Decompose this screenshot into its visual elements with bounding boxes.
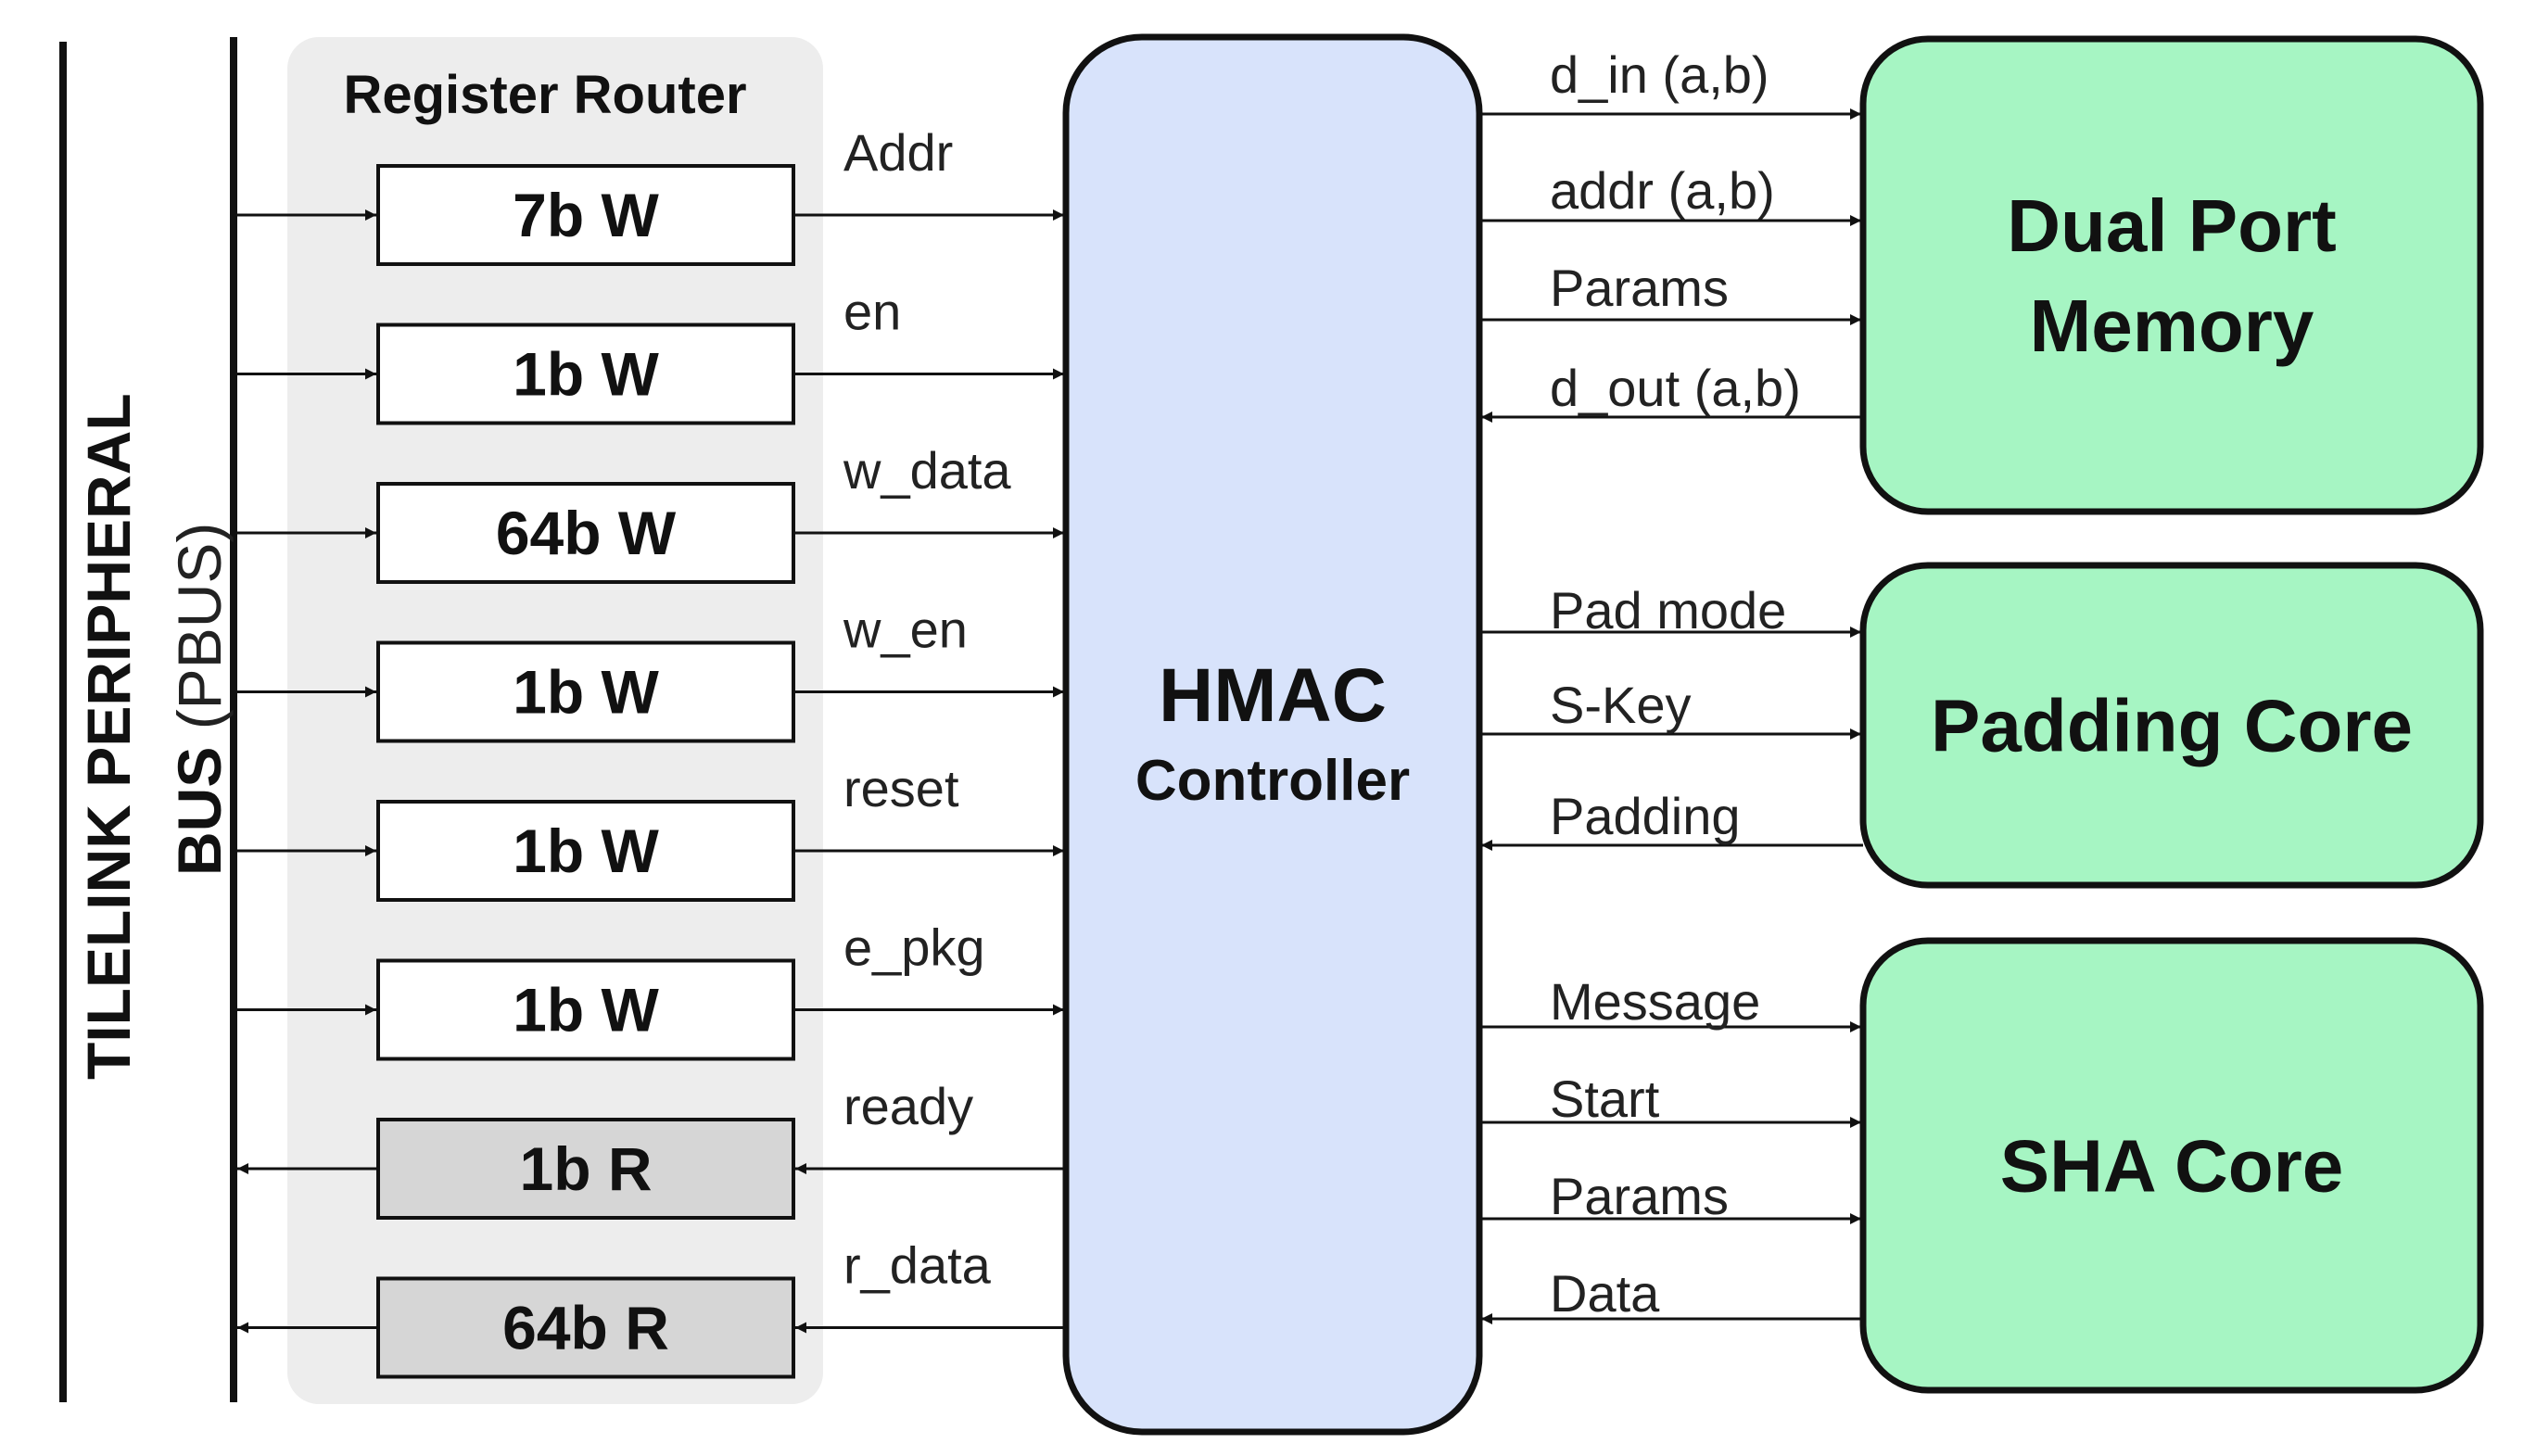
register-signal-label: w_data bbox=[843, 441, 1011, 500]
register-box bbox=[376, 482, 795, 584]
register-label: 7b W bbox=[513, 181, 659, 249]
block-signal-label: d_in (a,b) bbox=[1550, 45, 1769, 104]
register-label: 1b W bbox=[513, 340, 659, 409]
register-box bbox=[376, 800, 795, 902]
bus-label-line2: BUS (PBUS) bbox=[165, 523, 234, 876]
padding-core-title-line: Padding Core bbox=[1931, 685, 2413, 767]
register-0: 7b W Addr bbox=[234, 123, 1064, 266]
register-6: 1b R ready bbox=[237, 1077, 1066, 1220]
register-1: 1b W en bbox=[234, 283, 1064, 425]
register-label: 1b W bbox=[513, 817, 659, 885]
register-label: 1b W bbox=[513, 976, 659, 1045]
block-signal-label: d_out (a,b) bbox=[1550, 359, 1801, 417]
register-label: 64b W bbox=[496, 499, 677, 567]
block-signal-label: addr (a,b) bbox=[1550, 161, 1775, 220]
padding-core-box bbox=[1859, 562, 2484, 889]
block-signal-label: Message bbox=[1550, 972, 1760, 1031]
bus-label-abbrev: (PBUS) bbox=[165, 523, 234, 747]
register-5: 1b W e_pkg bbox=[234, 918, 1064, 1061]
dual-port-memory-title-line: Memory bbox=[2030, 285, 2314, 367]
register-signal-label: en bbox=[843, 283, 901, 341]
block-signal-label: Data bbox=[1550, 1264, 1660, 1323]
register-box bbox=[376, 323, 795, 425]
register-7: 64b R r_data bbox=[237, 1236, 1066, 1379]
block-signal-label: Padding bbox=[1550, 787, 1741, 845]
register-box bbox=[376, 1118, 795, 1220]
register-signal-label: Addr bbox=[843, 123, 953, 182]
sha-core-title-line: SHA Core bbox=[2000, 1125, 2343, 1208]
sha-core-box bbox=[1859, 937, 2484, 1394]
register-2: 64b W w_data bbox=[234, 441, 1064, 584]
register-router-title: Register Router bbox=[343, 65, 746, 125]
register-router: Register Router 7b W Addr 1b W en 64b W w_dat… bbox=[234, 37, 1066, 1404]
register-label: 64b R bbox=[502, 1294, 669, 1362]
hmac-controller-subtitle: Controller bbox=[1135, 749, 1410, 813]
register-3: 1b W w_en bbox=[234, 601, 1064, 743]
register-box bbox=[376, 164, 795, 266]
register-signal-label: r_data bbox=[843, 1236, 992, 1295]
register-label: 1b W bbox=[513, 658, 659, 727]
block-signal-label: Params bbox=[1550, 1167, 1729, 1225]
dual-port-memory-title-line: Dual Port bbox=[2007, 184, 2337, 267]
block-signal-label: Start bbox=[1550, 1070, 1660, 1128]
block-signal-label: S-Key bbox=[1550, 676, 1692, 734]
bus-label-abbrev-prefix: BUS bbox=[165, 747, 234, 876]
block-signal-label: Pad mode bbox=[1550, 581, 1786, 639]
register-box bbox=[376, 1276, 795, 1379]
peripheral-bus: TILELINK PERIPHERAL BUS (PBUS) bbox=[59, 37, 237, 1402]
bus-label: TILELINK PERIPHERAL bbox=[74, 393, 143, 1080]
register-list: 7b W Addr 1b W en 64b W w_data 1b W w_en 1b W res… bbox=[234, 123, 1066, 1379]
dual-port-memory-box bbox=[1859, 35, 2484, 515]
hmac-controller: HMAC Controller bbox=[1062, 33, 1483, 1436]
hmac-controller-title: HMAC bbox=[1159, 653, 1387, 738]
register-4: 1b W reset bbox=[234, 759, 1064, 902]
register-signal-label: e_pkg bbox=[843, 918, 985, 977]
register-signal-label: w_en bbox=[843, 601, 968, 659]
block-signal-label: Params bbox=[1550, 259, 1729, 317]
register-signal-label: ready bbox=[843, 1077, 973, 1135]
register-label: 1b R bbox=[519, 1134, 652, 1203]
register-box bbox=[376, 640, 795, 743]
register-signal-label: reset bbox=[843, 759, 959, 817]
